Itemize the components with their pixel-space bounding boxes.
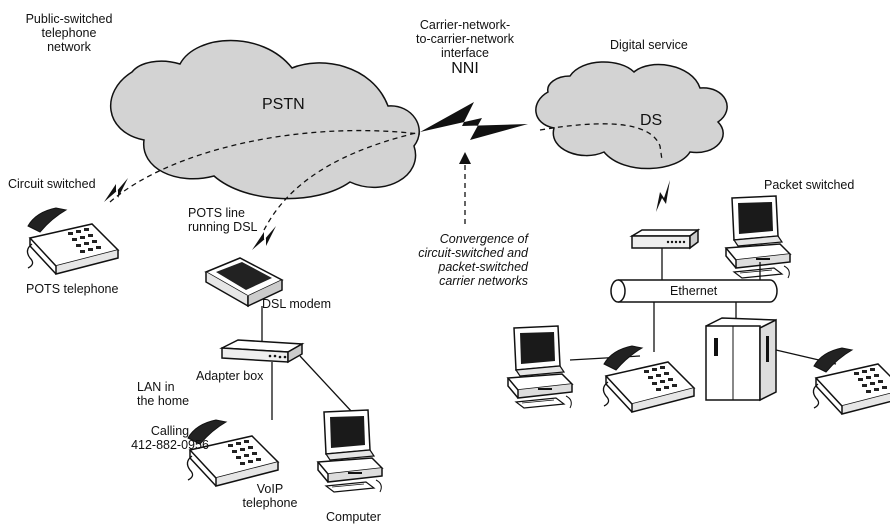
pstn-cloud xyxy=(109,39,420,200)
pots-telephone-label: POTS telephone xyxy=(26,282,119,296)
server-telephone-icon xyxy=(812,347,890,415)
dsl-lightning-icon xyxy=(252,226,276,250)
ds-cloud xyxy=(535,61,728,170)
circuit-switched-label: Circuit switched xyxy=(8,177,96,191)
adapter-box-icon xyxy=(219,339,305,364)
dsl-modem-icon xyxy=(204,257,284,308)
ds-label: DS xyxy=(640,112,663,129)
ds-lightning-icon xyxy=(656,180,670,212)
nni-label: NNI xyxy=(451,60,479,77)
server-cabinet-icon xyxy=(705,317,777,402)
lan-telephone-icon xyxy=(602,345,695,413)
ds-computer-icon xyxy=(725,195,791,279)
computer-label: Computer xyxy=(326,510,381,524)
home-computer-icon xyxy=(317,409,383,493)
pstn-label: PSTN xyxy=(262,96,305,113)
lan-label: LAN in the home xyxy=(137,380,190,408)
pots-line-label: POTS line running DSL xyxy=(188,206,258,234)
packet-switched-label: Packet switched xyxy=(764,178,855,192)
pots-telephone-icon xyxy=(26,207,119,275)
nni-lightning-icon xyxy=(420,102,528,140)
ds-router-icon xyxy=(629,228,701,250)
ds-caption: Digital service xyxy=(610,38,688,52)
pstn-caption: Public-switched telephone network xyxy=(25,12,113,54)
dsl-modem-label: DSL modem xyxy=(262,297,332,311)
ds-dashed-path xyxy=(539,123,663,161)
adapter-box-label: Adapter box xyxy=(196,369,264,383)
ethernet-label: Ethernet xyxy=(670,284,718,298)
voip-telephone-label: VoIP telephone xyxy=(242,482,298,510)
nni-caption: Carrier-network- to-carrier-network inte… xyxy=(416,18,514,60)
ethernet-bus xyxy=(610,279,778,303)
dsl-dashed-path xyxy=(263,131,421,231)
convergence-label: Convergence of circuit-switched and pack… xyxy=(418,232,528,288)
pstn-dashed-path xyxy=(109,129,421,203)
pstn-lightning-icon xyxy=(104,178,128,202)
lan-computer-icon xyxy=(507,325,573,409)
calling-label: Calling 412-882-0956 xyxy=(131,424,209,452)
